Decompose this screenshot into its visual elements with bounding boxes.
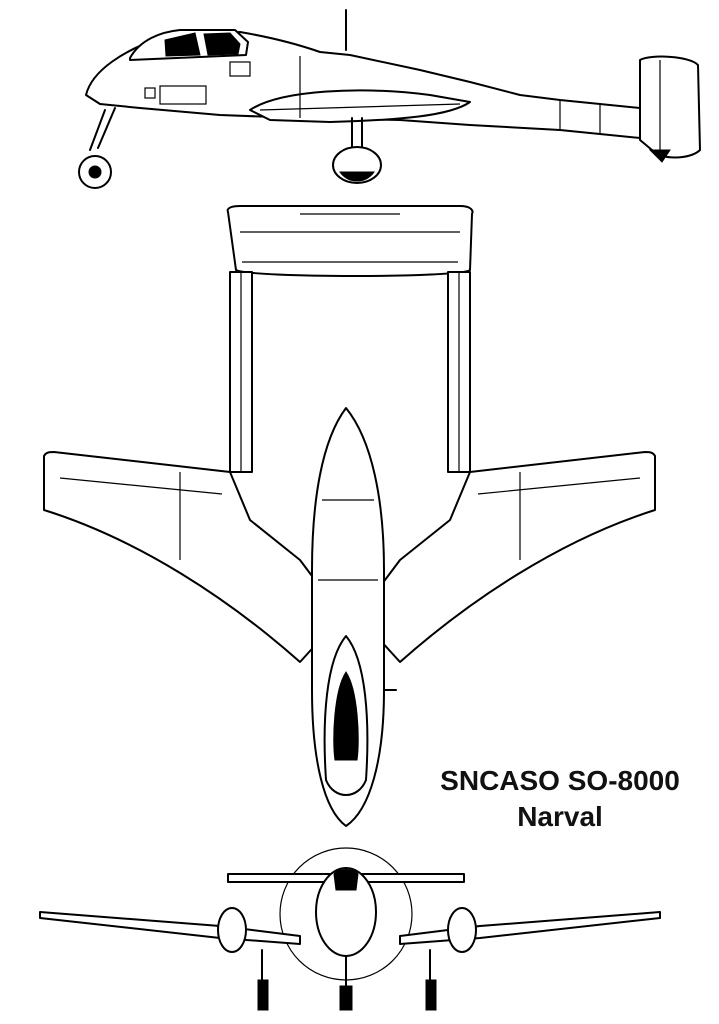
side-view (78, 9, 701, 189)
top-view (43, 205, 656, 827)
aircraft-name-line-2: Narval (517, 801, 603, 832)
front-view (39, 847, 661, 1011)
aircraft-name-line-1: SNCASO SO-8000 (440, 765, 680, 796)
